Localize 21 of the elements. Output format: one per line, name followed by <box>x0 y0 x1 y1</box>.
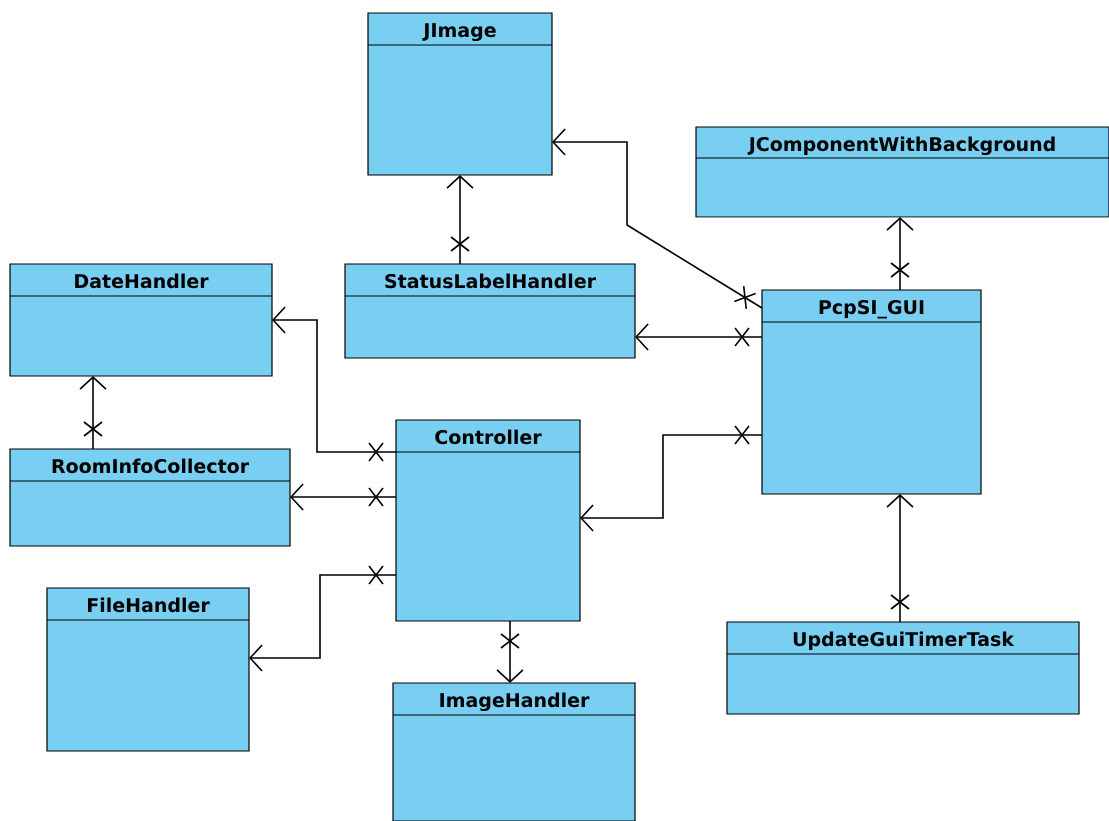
class-box: StatusLabelHandler <box>344 263 636 359</box>
association-arrow <box>552 128 763 310</box>
class-box: JComponentWithBackground <box>695 126 1109 218</box>
class-box: JImage <box>367 12 553 176</box>
association-arrow <box>886 494 914 623</box>
association-arrow <box>635 323 763 351</box>
class-box: PcpSI_GUI <box>761 289 982 495</box>
association-arrow <box>272 306 397 462</box>
class-box: Controller <box>395 419 581 622</box>
class-box: DateHandler <box>9 263 273 377</box>
association-arrow <box>886 217 914 291</box>
association-arrow <box>446 175 474 265</box>
association-arrow <box>79 376 107 450</box>
class-box: ImageHandler <box>392 682 636 821</box>
association-arrow <box>496 620 524 683</box>
association-arrow <box>249 565 397 672</box>
association-arrow <box>580 425 763 532</box>
association-arrow <box>290 483 397 511</box>
class-box: RoomInfoCollector <box>9 448 291 547</box>
class-box: FileHandler <box>46 587 250 752</box>
class-box: UpdateGuiTimerTask <box>726 621 1080 715</box>
